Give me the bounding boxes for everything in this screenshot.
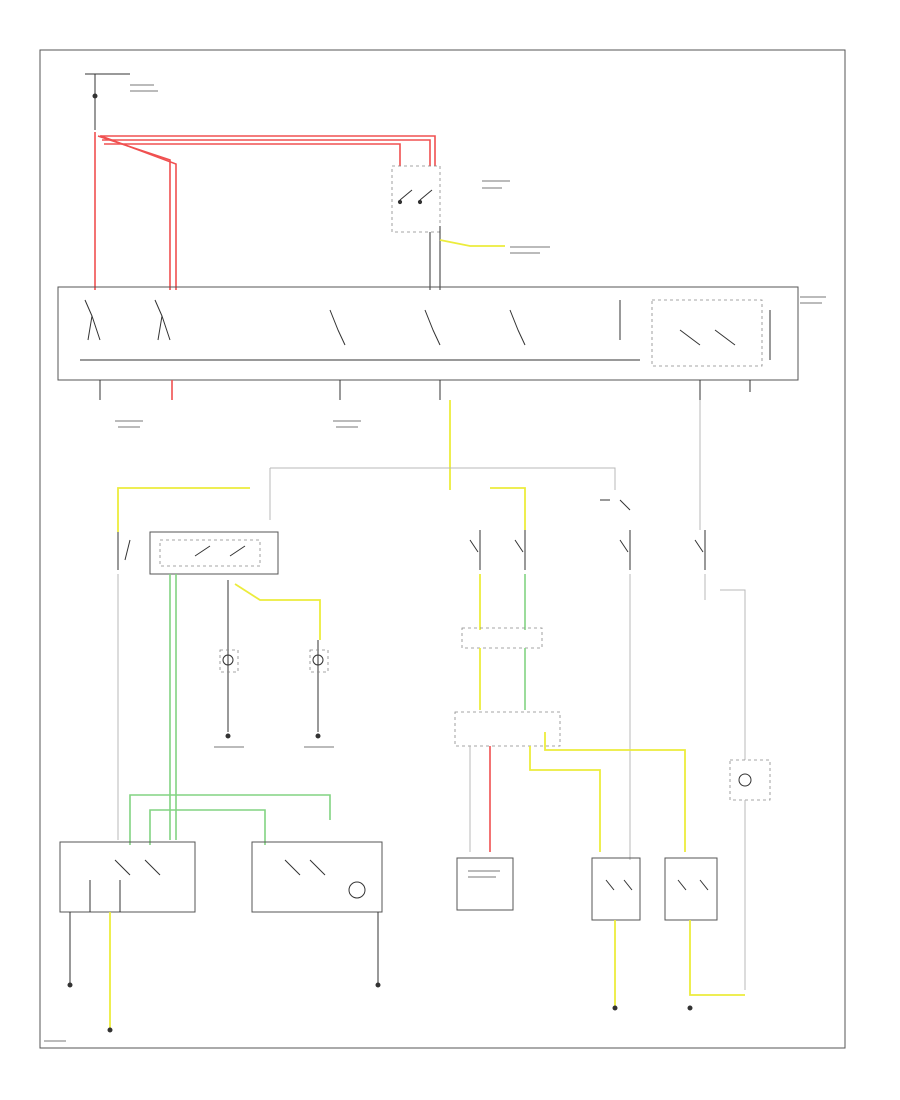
tap-label xyxy=(510,246,550,254)
ignition-switch xyxy=(391,165,510,290)
rear-lamp-right xyxy=(729,759,771,990)
corner-label xyxy=(44,1040,66,1042)
diagram-frame xyxy=(39,49,846,1049)
fuse-row xyxy=(117,530,706,575)
right-lamp-switch xyxy=(251,841,383,913)
yellow-left-branch xyxy=(117,487,250,532)
battery-feed xyxy=(85,73,130,130)
left-lamp-switch xyxy=(59,841,196,913)
output-labels-row xyxy=(115,420,361,428)
main-red-feeds xyxy=(94,132,436,290)
ignition-yellow-tap xyxy=(439,239,505,247)
connector-block xyxy=(454,627,561,747)
bottom-lamp-1 xyxy=(591,857,641,1011)
bottom-grounds-left xyxy=(67,912,381,1033)
fuse-block-label xyxy=(130,84,158,92)
bulb-left-1 xyxy=(214,640,244,748)
center-module xyxy=(456,857,514,911)
light-switch-box xyxy=(57,286,826,400)
yellow-right-branch xyxy=(490,487,526,530)
bulb-left-2 xyxy=(304,640,334,748)
gray-distribution xyxy=(269,467,616,520)
bottom-lamp-2 xyxy=(664,857,745,1011)
